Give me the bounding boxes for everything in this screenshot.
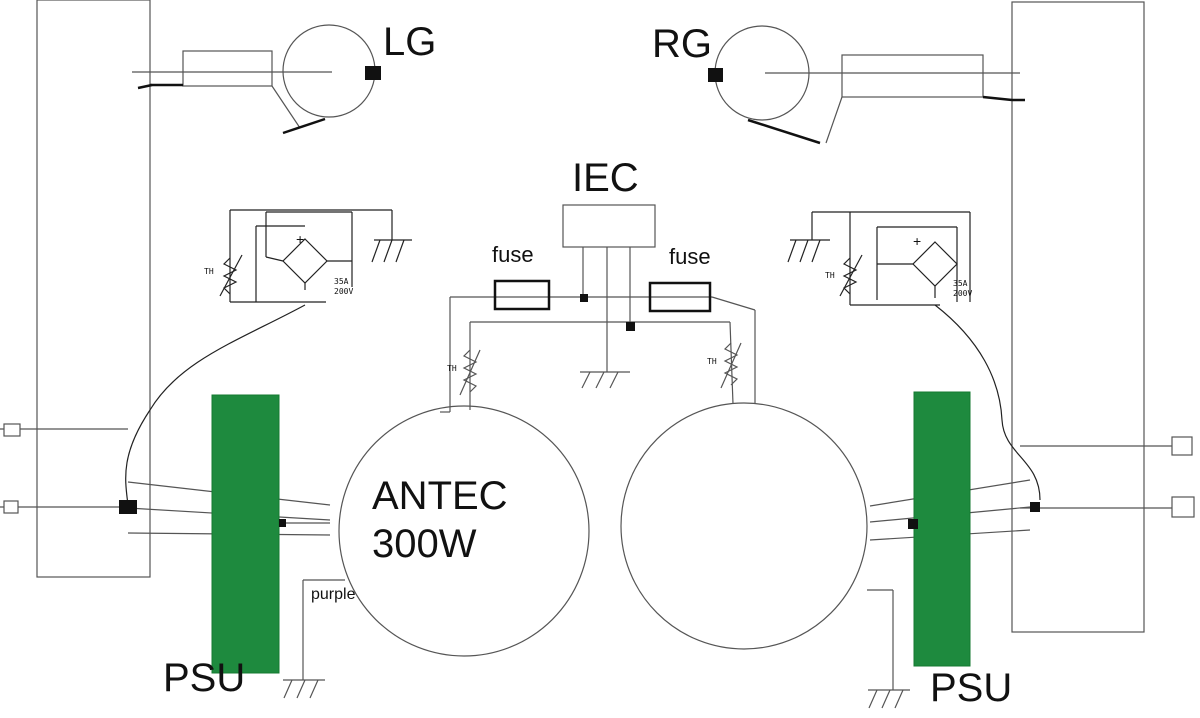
iec-label: IEC xyxy=(572,156,639,200)
transformer-left xyxy=(338,405,590,657)
thermistor-center-left xyxy=(459,349,481,396)
fuse-right-label: fuse xyxy=(669,244,711,269)
bridge-left-plus: + xyxy=(296,231,305,247)
transformer-label-line1: ANTEC xyxy=(372,474,508,518)
bridge-right-rating-a: 35A xyxy=(953,279,968,288)
th-center-left-label: TH xyxy=(447,364,457,373)
bridge-right-rating-v: 200V xyxy=(953,289,973,298)
left-gauge xyxy=(132,24,381,135)
transformer-label-line2: 300W xyxy=(372,522,477,566)
right-gauge-label: RG xyxy=(652,22,712,66)
right-rectifier-section xyxy=(787,211,1041,501)
purple-wire-label: purple xyxy=(311,586,356,603)
left-ground-symbol xyxy=(283,679,325,699)
bridge-left-rating-v: 200V xyxy=(334,287,354,296)
psu-left-label: PSU xyxy=(163,656,246,700)
bridge-right-plus: + xyxy=(913,233,922,249)
psu-board-right xyxy=(913,391,971,667)
fuse-left-label: fuse xyxy=(492,242,534,267)
bridge-left-rating-a: 35A xyxy=(334,277,349,286)
left-chassis-panel xyxy=(36,0,151,578)
left-gauge-label: LG xyxy=(383,20,437,64)
psu-board-left xyxy=(211,394,280,674)
transformer-right xyxy=(620,402,868,650)
fuse-left xyxy=(493,279,551,311)
connector-left-board xyxy=(279,519,286,527)
psu-right-label: PSU xyxy=(930,666,1013,710)
center-ground-symbol xyxy=(580,371,630,389)
th-center-right-label: TH xyxy=(707,357,717,366)
right-ground-symbol xyxy=(868,689,910,709)
connector-right-psu xyxy=(1030,502,1040,512)
iec-inlet xyxy=(562,204,656,248)
fuse-right xyxy=(648,281,712,313)
left-rectifier-section xyxy=(125,209,412,506)
th-right-label: TH xyxy=(825,271,835,280)
connector-left-psu xyxy=(119,500,137,514)
th-left-label: TH xyxy=(204,267,214,276)
connector-right-board xyxy=(908,519,918,529)
right-gauge xyxy=(708,25,1025,145)
thermistor-center-right xyxy=(720,342,742,389)
right-chassis-panel xyxy=(1011,1,1145,633)
